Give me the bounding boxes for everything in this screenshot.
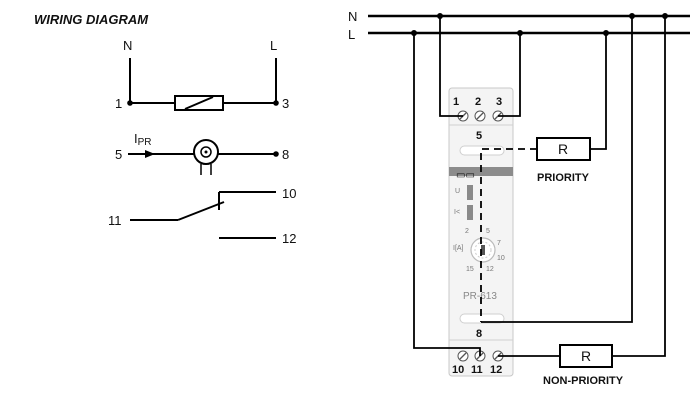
priority-r-label: R [558,141,568,157]
device-terminal-11: 11 [471,364,483,376]
wire-l-to-priority-load [590,33,607,150]
wire-l-to-t3 [498,33,521,117]
nonpriority-load: R NON-PRIORITY [543,344,624,387]
switch-contact-blade [177,201,225,221]
current-arrow-icon [145,150,155,158]
priority-resistor [536,137,591,161]
device-terminal-10: 10 [452,364,464,376]
mains-lines: N L [348,9,690,42]
terminal-8-dot [273,151,279,157]
schematic-terminal-12: 12 [282,231,296,246]
bottom-slot [459,313,505,324]
indicator-u-led [467,185,473,200]
diagram-title: WIRING DIAGRAM [34,12,149,27]
schematic-terminal-10: 10 [282,186,296,201]
device-logo-icon: ▭▭ [456,170,475,181]
device-terminal-1: 1 [453,96,459,108]
terminal-1-dot [127,100,133,106]
knob-tick-10: 10 [497,255,505,262]
wire-load-to-n [612,16,666,357]
nonpriority-resistor [559,344,613,368]
schematic-n-label: N [123,38,132,53]
top-slot [459,145,505,156]
knob-label: I[A] [453,245,464,252]
wire-l-to-t11 [413,33,481,356]
schematic-terminal-3: 3 [282,96,289,111]
priority-label: PRIORITY [537,172,590,184]
nonpriority-label: NON-PRIORITY [543,375,624,387]
knob-tick-15: 15 [466,266,474,273]
terminal-3-dot [273,100,279,106]
indicator-relay-led [467,205,473,220]
indicator-relay-label: I< [454,209,460,216]
wire-priority-through-ct [480,148,537,322]
wiring [413,16,666,357]
schematic-terminal-5: 5 [115,147,122,162]
device-top-number: 5 [476,130,482,142]
current-sensor: IPR 5 8 [115,131,289,175]
wire-ct-to-n [481,16,633,323]
schematic-terminal-1: 1 [115,96,122,111]
schematic-l-label: L [270,38,277,53]
device-bottom-number: 8 [476,328,482,340]
nonpriority-r-label: R [581,348,591,364]
knob-tick-12: 12 [486,266,494,273]
mains-l-label: L [348,27,355,42]
wire-n-to-t1 [439,16,463,117]
mains-n-label: N [348,9,357,24]
knob-tick-2: 2 [465,228,469,235]
relay-contacts: 10 11 12 [108,186,296,246]
device-terminal-3: 3 [496,96,502,108]
device-terminal-12: 12 [490,364,502,376]
priority-load: R PRIORITY [536,137,591,184]
device-model: PR-613 [463,291,497,302]
schematic-terminal-8: 8 [282,147,289,162]
current-label: IPR [134,131,152,148]
schematic-supply: N L 1 3 [115,38,289,111]
device-terminal-2: 2 [475,96,481,108]
knob-tick-5: 5 [486,228,490,235]
knob-tick-7: 7 [497,240,501,247]
indicator-u-label: U [455,188,460,195]
schematic-terminal-11: 11 [108,213,122,228]
